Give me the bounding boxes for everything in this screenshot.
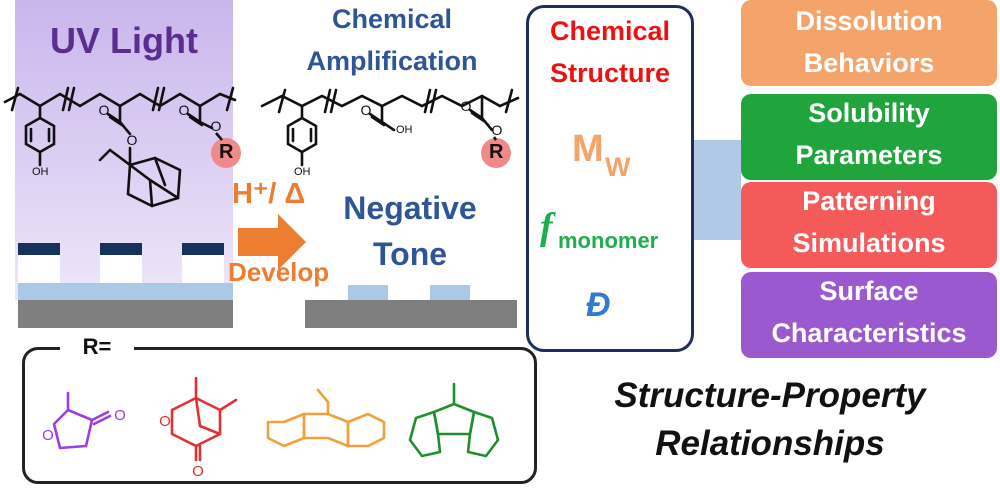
property-box-patterning bbox=[741, 182, 997, 268]
r-group-fluorene bbox=[408, 382, 500, 458]
r-label-left: R bbox=[219, 141, 234, 163]
negative-tone-title: Negative bbox=[343, 190, 477, 226]
photomask-segment bbox=[182, 243, 224, 255]
property-label-solubility-line2: Parameters bbox=[795, 140, 943, 170]
oh-label-left: OH bbox=[32, 166, 49, 178]
mask-shadow bbox=[100, 255, 142, 285]
photomask-segment bbox=[100, 243, 142, 255]
property-label-patterning-line2: Simulations bbox=[792, 228, 946, 258]
photoresist-layer bbox=[18, 283, 233, 300]
lactone-carbonyl-o: O bbox=[114, 407, 126, 424]
lactone-ring-o: O bbox=[42, 427, 54, 444]
property-box-solubility bbox=[741, 94, 997, 180]
dispersity-symbol: Đ bbox=[586, 286, 611, 324]
svg-text:O: O bbox=[461, 98, 472, 114]
property-label-surface-line2: Characteristics bbox=[771, 318, 967, 348]
resist-pattern-feature bbox=[430, 285, 470, 300]
svg-text:O: O bbox=[361, 102, 372, 118]
uv-light-title: UV Light bbox=[50, 20, 198, 61]
acid-oh-label: OH bbox=[396, 124, 413, 136]
property-box-dissolution bbox=[741, 0, 997, 86]
bicyclic-ring-o: O bbox=[159, 413, 171, 430]
r-group-lactone bbox=[52, 391, 112, 450]
substrate-left bbox=[18, 300, 233, 328]
chemical-structure-box bbox=[526, 5, 694, 352]
develop-label: Develop bbox=[228, 257, 330, 287]
r-group-anthracene bbox=[266, 388, 386, 448]
chemical-amplification-title: Chemical bbox=[331, 4, 453, 34]
negative-tone-title-line2: Tone bbox=[372, 236, 448, 272]
r-group-circle-left bbox=[211, 138, 241, 168]
monomer-fraction-subscript: monomer bbox=[558, 228, 659, 253]
photomask-segment bbox=[18, 243, 60, 255]
develop-arrow bbox=[238, 214, 306, 270]
oh-label-right: OH bbox=[294, 166, 311, 178]
resist-pattern-feature bbox=[348, 285, 388, 300]
r-label-background bbox=[60, 336, 134, 360]
chemical-amplification-title-line2: Amplification bbox=[306, 46, 478, 76]
r-group-box bbox=[22, 347, 537, 484]
property-label-surface: Surface bbox=[819, 276, 919, 306]
substrate-right bbox=[305, 300, 517, 328]
mask-shadow bbox=[18, 255, 60, 285]
property-label-solubility: Solubility bbox=[808, 98, 930, 128]
footer-title: Structure-Property bbox=[614, 376, 926, 415]
right-polymer-backbone bbox=[260, 94, 520, 108]
property-label-dissolution: Dissolution bbox=[795, 6, 943, 36]
svg-text:O: O bbox=[99, 102, 110, 118]
property-label-dissolution-line2: Behaviors bbox=[803, 48, 935, 78]
acid-heat-label: H⁺/ Δ bbox=[232, 178, 306, 210]
mask-shadow bbox=[182, 255, 224, 285]
svg-text:O: O bbox=[492, 122, 503, 138]
svg-text:O: O bbox=[179, 102, 190, 118]
footer-title-line2: Relationships bbox=[655, 424, 885, 463]
r-group-circle-right bbox=[481, 138, 511, 168]
molecular-weight-symbol: M bbox=[572, 128, 604, 170]
molecular-weight-subscript: W bbox=[605, 152, 631, 182]
property-box-surface bbox=[741, 272, 997, 358]
chemical-structure-title-line2: Structure bbox=[549, 58, 671, 88]
bicyclic-carbonyl-o: O bbox=[192, 463, 204, 480]
r-group-label: R= bbox=[82, 334, 112, 359]
r-group-bicyclic-lactone bbox=[170, 376, 238, 462]
chemical-structure-title: Chemical bbox=[549, 16, 671, 46]
property-label-patterning: Patterning bbox=[802, 186, 936, 216]
svg-text:O: O bbox=[127, 132, 138, 148]
r-label-right: R bbox=[489, 141, 504, 163]
svg-text:O: O bbox=[211, 118, 222, 134]
monomer-fraction-symbol: f bbox=[540, 206, 553, 248]
